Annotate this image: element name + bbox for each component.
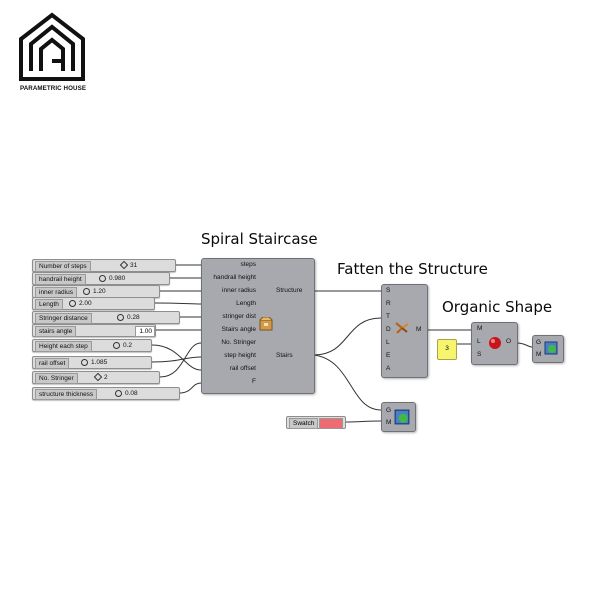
slider-structure-thickness[interactable]: structure thickness 0.08 <box>32 387 180 400</box>
title-spiral-staircase: Spiral Staircase <box>201 230 318 248</box>
slider-label: Height each step <box>35 341 92 352</box>
output-param[interactable]: Stairs <box>276 352 293 359</box>
input-param[interactable]: F <box>252 378 256 385</box>
input-param[interactable]: handrail height <box>213 274 256 281</box>
wire <box>154 302 202 305</box>
input-param[interactable]: L <box>386 339 390 346</box>
panel-value: 3 <box>445 345 449 352</box>
cluster-box-icon <box>259 317 273 331</box>
slider-label: handrail height <box>35 274 86 285</box>
swatch-label: Swatch <box>289 418 319 429</box>
input-param[interactable]: S <box>386 287 391 294</box>
input-param[interactable]: inner radius <box>222 287 256 294</box>
input-param[interactable]: steps <box>240 261 256 268</box>
input-param[interactable]: G <box>536 339 542 346</box>
preview-icon <box>394 409 410 425</box>
input-param[interactable]: No. Stringer <box>221 339 256 346</box>
slider-height-each-step[interactable]: Height each step 0.2 <box>32 339 152 352</box>
wire <box>313 317 382 356</box>
wire <box>151 344 202 371</box>
slider-stringer-distance[interactable]: Stringer distance 0.28 <box>32 311 180 324</box>
slider-no-stringer[interactable]: No. Stringer 2 <box>32 371 160 384</box>
swatch-component[interactable]: Swatch <box>286 416 346 429</box>
input-param[interactable]: D <box>386 326 391 333</box>
slider-value: 2 <box>104 374 108 381</box>
input-param[interactable]: A <box>386 365 391 372</box>
custom-preview-component-1[interactable]: G M <box>532 335 564 363</box>
wire <box>516 342 533 348</box>
slider-number-of-steps[interactable]: Number of steps 31 <box>32 259 176 272</box>
organic-shape-component[interactable]: M L S O <box>471 322 518 365</box>
slider-label: structure thickness <box>35 389 98 400</box>
fatten-structure-component[interactable]: S R T D L E A M <box>381 284 428 378</box>
slider-value: 0.980 <box>109 275 126 282</box>
input-param[interactable]: E <box>386 352 391 359</box>
output-param[interactable]: Structure <box>276 287 303 294</box>
title-organic-shape: Organic Shape <box>442 298 553 316</box>
slider-stairs-angle[interactable]: stairs angle 1.00 <box>32 324 156 337</box>
circle-grip-icon[interactable] <box>117 313 124 321</box>
input-param[interactable]: stringer dist <box>222 313 256 320</box>
wire <box>179 382 202 394</box>
input-param[interactable]: rail offset <box>229 365 256 372</box>
wire <box>313 354 382 411</box>
circle-grip-icon[interactable] <box>113 341 120 349</box>
slider-value: 1.085 <box>91 359 108 366</box>
slider-label: Number of steps <box>35 261 91 272</box>
title-fatten-structure: Fatten the Structure <box>337 260 488 278</box>
input-param[interactable]: L <box>477 338 481 345</box>
logo-text: PARAMETRIC HOUSE <box>19 85 87 92</box>
input-param[interactable]: S <box>477 351 482 358</box>
red-sphere-icon <box>489 337 501 349</box>
slider-value: 31 <box>130 262 138 269</box>
slider-label: No. Stringer <box>35 373 78 384</box>
slider-length[interactable]: Length 2.00 <box>32 297 155 310</box>
preview-icon <box>544 341 558 355</box>
input-param[interactable]: M <box>536 351 542 358</box>
input-param[interactable]: Stairs angle <box>221 326 256 333</box>
slider-rail-offset[interactable]: rail offset 1.085 <box>32 356 152 369</box>
spiral-staircase-component[interactable]: steps handrail height inner radius Lengt… <box>201 258 315 394</box>
parametric-house-logo <box>19 12 85 81</box>
slider-label: Length <box>35 299 63 310</box>
swatch-color[interactable] <box>319 418 343 429</box>
slider-value: 0.2 <box>123 342 133 349</box>
slider-label: rail offset <box>35 358 70 369</box>
slider-value: 0.28 <box>127 314 140 321</box>
input-param[interactable]: T <box>386 313 390 320</box>
output-param[interactable]: O <box>506 338 512 345</box>
circle-grip-icon[interactable] <box>69 299 76 307</box>
input-param[interactable]: Length <box>236 300 256 307</box>
slider-value[interactable]: 1.00 <box>135 326 155 337</box>
diamond-grip-icon[interactable] <box>119 261 129 270</box>
circle-grip-icon[interactable] <box>83 287 90 295</box>
slider-value: 0.08 <box>125 390 138 397</box>
input-param[interactable]: M <box>477 325 483 332</box>
slider-label: Stringer distance <box>35 313 92 324</box>
wire <box>151 356 202 363</box>
wire <box>344 420 382 423</box>
input-param[interactable]: step height <box>224 352 256 359</box>
custom-preview-component-2[interactable]: G M <box>381 402 416 432</box>
input-param[interactable]: G <box>386 407 392 414</box>
slider-label: stairs angle <box>35 326 77 337</box>
input-param[interactable]: R <box>386 300 391 307</box>
input-param[interactable]: M <box>386 419 392 426</box>
output-param[interactable]: M <box>416 326 422 333</box>
diamond-grip-icon[interactable] <box>93 373 103 382</box>
circle-grip-icon[interactable] <box>81 358 88 366</box>
slider-handrail-height[interactable]: handrail height 0.980 <box>32 272 170 285</box>
slider-value: 2.00 <box>79 300 92 307</box>
wire <box>159 342 202 378</box>
circle-grip-icon[interactable] <box>115 389 122 397</box>
number-panel[interactable]: 3 <box>437 339 457 360</box>
circle-grip-icon[interactable] <box>99 274 106 282</box>
fatten-icon <box>395 322 409 334</box>
slider-value: 1.20 <box>93 288 106 295</box>
